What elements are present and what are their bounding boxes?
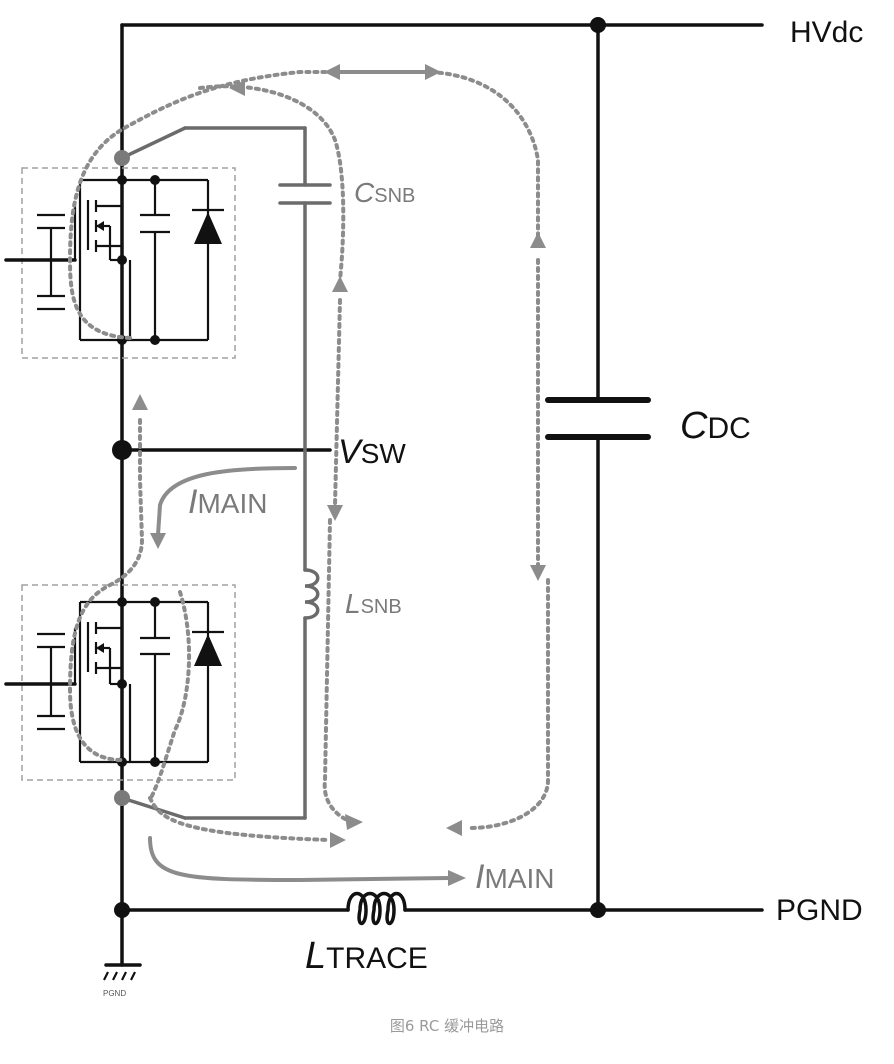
figure-caption: 图6 RC 缓冲电路 — [390, 1017, 504, 1035]
main-current-arrows — [148, 466, 466, 886]
snubber-current-loops — [67, 64, 550, 848]
snubber-branch — [114, 126, 332, 820]
imain-bottom-label: IMAIN — [475, 858, 554, 896]
vsw-label: VSW — [338, 433, 406, 471]
cdc-capacitor — [545, 397, 651, 440]
ltrace-inductor — [346, 891, 407, 926]
imain-top-label: IMAIN — [188, 483, 267, 521]
cdc-label: CDC — [680, 405, 751, 447]
lsnb-label: LSNB — [345, 588, 402, 619]
junction-nodes — [112, 17, 606, 918]
csnb-label: CSNB — [354, 177, 415, 208]
hvdc-label: HVdc — [790, 16, 863, 49]
ltrace-label: LTRACE — [305, 935, 428, 977]
ground-icon — [103, 963, 142, 981]
pgnd-label: PGND — [776, 894, 863, 927]
pgnd-small-label: PGND — [103, 989, 126, 998]
upper-switch-module — [4, 167, 236, 359]
